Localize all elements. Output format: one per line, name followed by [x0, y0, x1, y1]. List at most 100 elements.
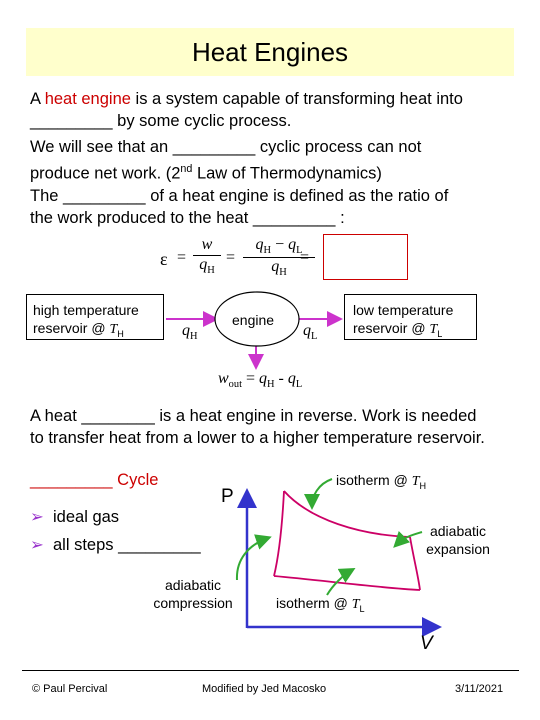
high-temp-reservoir: high temperature reservoir @ TH — [26, 294, 164, 340]
bullet-arrow-icon: ➢ — [30, 536, 44, 554]
low-reservoir-line2: reservoir @ — [353, 320, 430, 336]
qh-sub: H — [190, 331, 198, 343]
paragraph-1: A heat engine is a system capable of tra… — [30, 88, 463, 132]
ql-label: qL — [303, 322, 317, 342]
isotherm-top-label: isotherm @ TH — [336, 471, 426, 495]
numerator-sub-h: H — [263, 245, 272, 257]
epsilon-symbol: ε — [160, 249, 168, 269]
adiabatic-compression-curve — [273, 490, 285, 577]
isotherm-bottom-sub: L — [359, 603, 365, 614]
cycle-title: _________ Cycle — [30, 471, 159, 489]
numerator-sub-l: L — [296, 245, 303, 257]
isotherm-top-sub: H — [419, 480, 427, 491]
isotherm-top-text: isotherm @ — [336, 472, 412, 488]
denominator-sub-h: H — [279, 267, 287, 279]
para2-sup: nd — [180, 163, 193, 175]
page-title: Heat Engines — [191, 37, 349, 67]
high-reservoir-line2: reservoir @ — [33, 320, 110, 336]
isotherm-bottom-text: isotherm @ — [276, 595, 352, 611]
answer-box — [323, 234, 408, 280]
para2-line1: We will see that an _________ cyclic pro… — [30, 138, 422, 156]
adiabatic-expansion-label: adiabatic expansion — [418, 522, 498, 558]
ql-sub: L — [311, 331, 318, 343]
bullet-ideal-gas-text: ideal gas — [53, 508, 120, 526]
ql-q: q — [303, 322, 311, 339]
efficiency-equation: ε = w qH = qH − qL qH = — [160, 236, 320, 286]
para2-line2-pre: produce net work. (2 — [30, 164, 181, 183]
wout-equation: wout = qH - qL — [218, 370, 302, 390]
wout-qh: q — [258, 370, 267, 387]
equals-sign-3: = — [300, 249, 310, 266]
high-reservoir-sub: H — [117, 328, 124, 339]
para1-post: is a system capable of transforming heat… — [130, 90, 463, 108]
low-temp-reservoir: low temperature reservoir @ TL — [344, 294, 477, 340]
adiabatic-expansion-curve — [409, 536, 421, 591]
qh-q: q — [182, 322, 190, 339]
denominator-q: q — [199, 256, 208, 273]
denominator-qh: q — [271, 258, 280, 276]
equals-sign-1: = — [177, 249, 187, 266]
high-reservoir-line1: high temperature — [33, 302, 139, 318]
fraction-line — [193, 255, 221, 256]
adiabatic-expansion-arrow — [393, 530, 423, 548]
numerator-minus: − — [275, 236, 285, 253]
paragraph-4: A heat ________ is a heat engine in reve… — [30, 405, 485, 449]
para2-line2-post: Law of Thermodynamics) — [192, 164, 382, 183]
wout-minus: - — [274, 370, 288, 387]
fraction-w: w qH — [193, 236, 221, 276]
v-axis-label: V — [420, 633, 433, 654]
isotherm-bottom-arrow — [326, 568, 356, 596]
wout-sub: out — [228, 379, 242, 391]
adiabatic-expansion-line2: expansion — [426, 541, 490, 557]
footer-modified: Modified by Jed Macosko — [202, 683, 327, 695]
footer-divider — [22, 670, 519, 671]
para3-line2: the work produced to the heat _________ … — [30, 209, 345, 227]
isotherm-top-T: T — [411, 474, 420, 489]
title-bar — [26, 28, 514, 76]
qh-label: qH — [182, 322, 198, 342]
bullet-all-steps-text: all steps _________ — [53, 536, 201, 554]
low-reservoir-T: T — [429, 322, 438, 337]
para1-pre: A — [30, 90, 45, 108]
wout-ql: q — [287, 370, 296, 387]
footer-author: © Paul Percival — [32, 683, 108, 695]
para4-line2: to transfer heat from a lower to a highe… — [30, 429, 485, 447]
para4-line1: A heat ________ is a heat engine in reve… — [30, 407, 477, 425]
numerator-ql: q — [288, 236, 297, 253]
p-axis-label: P — [221, 486, 234, 507]
fraction-line-2 — [243, 257, 315, 259]
adiabatic-compression-arrow — [235, 534, 272, 581]
low-reservoir-sub: L — [437, 328, 443, 339]
isotherm-top-arrow — [304, 478, 333, 510]
footer-date: 3/11/2021 — [455, 683, 504, 695]
low-reservoir-line1: low temperature — [353, 302, 454, 318]
bullet-arrow-icon: ➢ — [30, 508, 44, 526]
bullet-ideal-gas: ➢ ideal gas — [30, 503, 201, 531]
equals-sign-2: = — [226, 249, 236, 266]
wout-equals: = — [241, 370, 259, 387]
adiabatic-compression-line2: compression — [153, 595, 233, 611]
wout-ql-sub: L — [295, 379, 303, 391]
isotherm-bottom-T: T — [351, 597, 360, 612]
para1-line2: _________ by some cyclic process. — [30, 112, 292, 130]
isotherm-high-curve — [283, 490, 411, 538]
paragraph-2: We will see that an _________ cyclic pro… — [30, 136, 421, 185]
adiabatic-compression-line1: adiabatic — [164, 577, 222, 593]
wout-qh-sub: H — [266, 379, 275, 391]
heat-engine-term: heat engine — [44, 90, 131, 108]
bullet-all-steps: ➢ all steps _________ — [30, 531, 201, 559]
denominator-sub: H — [207, 265, 215, 277]
numerator-w: w — [201, 236, 213, 253]
paragraph-3: The _________ of a heat engine is define… — [30, 185, 448, 229]
engine-ellipse — [214, 291, 300, 347]
numerator-qh: q — [255, 236, 264, 253]
high-reservoir-T: T — [109, 322, 118, 337]
cycle-bullets: ➢ ideal gas ➢ all steps _________ — [30, 503, 201, 559]
isotherm-bottom-label: isotherm @ TL — [276, 594, 365, 618]
adiabatic-expansion-line1: adiabatic — [429, 523, 487, 539]
fraction-qh-ql: qH − qL qH — [243, 236, 315, 278]
adiabatic-compression-label: adiabatic compression — [143, 576, 243, 612]
para3-line1: The _________ of a heat engine is define… — [30, 187, 449, 205]
